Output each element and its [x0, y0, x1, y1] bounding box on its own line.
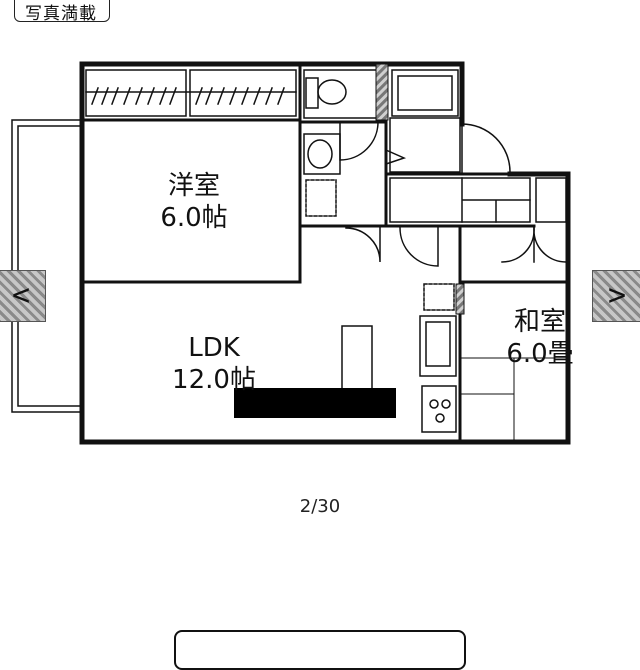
photo-counter: 2/30 [299, 496, 341, 517]
toilet [303, 69, 379, 119]
hall-closet [389, 177, 567, 223]
bathtub [389, 69, 461, 173]
closet-fittings [85, 69, 297, 117]
room-western-name: 洋室 [167, 171, 220, 201]
interior-walls [84, 62, 570, 444]
redaction-bar [234, 388, 396, 418]
room-japanese: 和室 6.0畳 [492, 306, 588, 370]
chevron-left-icon: < [11, 278, 31, 313]
chevron-right-icon: > [607, 278, 627, 313]
doors [339, 121, 567, 267]
photo-badge-label: 写真満載 [25, 4, 97, 24]
floor-plan [11, 61, 571, 445]
room-ldk-name: LDK [188, 333, 240, 363]
room-japanese-name: 和室 [513, 307, 566, 337]
balcony [11, 119, 81, 413]
room-western: 洋室 6.0帖 [146, 170, 242, 234]
washbasin [303, 133, 341, 217]
room-ldk: LDK 12.0帖 [166, 332, 262, 396]
next-section-card[interactable] [174, 630, 466, 670]
next-photo-button[interactable]: > [592, 270, 640, 322]
tatami-lines [461, 357, 567, 443]
photo-badge: 写真満載 [14, 0, 110, 24]
previous-photo-button[interactable]: < [0, 270, 46, 322]
room-ldk-size: 12.0帖 [172, 365, 256, 395]
room-japanese-size: 6.0畳 [506, 339, 574, 369]
outer-walls [79, 61, 571, 445]
room-western-size: 6.0帖 [160, 203, 228, 233]
